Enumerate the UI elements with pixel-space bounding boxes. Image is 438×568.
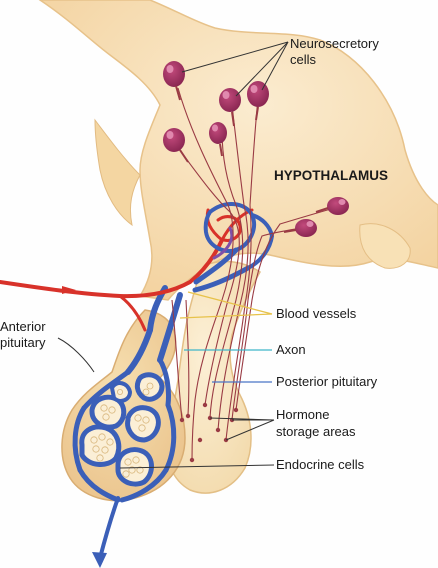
- outflow-arrow-icon: [92, 552, 107, 568]
- artery-arrow-icon: [62, 286, 76, 294]
- leader-neurosecretory: [235, 41, 289, 97]
- leader-neurosecretory: [261, 41, 289, 91]
- neuron-cell: [219, 88, 241, 127]
- label-posterior-pituitary: Posterior pituitary: [276, 374, 378, 389]
- leader-hormone: [209, 417, 275, 421]
- leader-blood-vessels: [187, 291, 273, 315]
- label-anterior-line2: pituitary: [0, 335, 46, 350]
- label-hypothalamus: HYPOTHALAMUS: [274, 168, 388, 183]
- label-axon: Axon: [276, 342, 306, 357]
- neuron-cell: [283, 219, 317, 237]
- label-hormone-line2: storage areas: [276, 424, 356, 439]
- leader-anterior: [57, 337, 95, 373]
- hypothalamus-right-lobe: [359, 223, 411, 269]
- hypothalamus-tissue: [38, 0, 438, 301]
- leader-lines: [57, 41, 289, 469]
- neuron-cell: [163, 61, 185, 101]
- neuron-cell: [209, 122, 227, 157]
- leader-blood-vessels: [179, 313, 273, 319]
- label-endocrine-cells: Endocrine cells: [276, 457, 365, 472]
- endocrine-cell-clusters: [79, 372, 165, 487]
- label-neurosecretory-line2: cells: [290, 52, 317, 67]
- hypothalamus-fold: [94, 118, 141, 227]
- neuron-cell: [315, 197, 349, 215]
- neuron-cell: [163, 128, 189, 163]
- leader-hormone: [225, 419, 275, 441]
- label-neurosecretory-line1: Neurosecretory: [290, 36, 379, 51]
- leader-neurosecretory: [181, 41, 289, 73]
- outflow-vein: [98, 496, 120, 560]
- neurosecretory-cells: [163, 61, 349, 237]
- axon-bundle: [171, 87, 339, 461]
- portal-vein-network: [72, 285, 183, 560]
- leader-endocrine: [119, 464, 275, 469]
- label-anterior-line1: Anterior: [0, 319, 46, 334]
- label-hormone-line1: Hormone: [276, 407, 329, 422]
- label-blood-vessels: Blood vessels: [276, 306, 357, 321]
